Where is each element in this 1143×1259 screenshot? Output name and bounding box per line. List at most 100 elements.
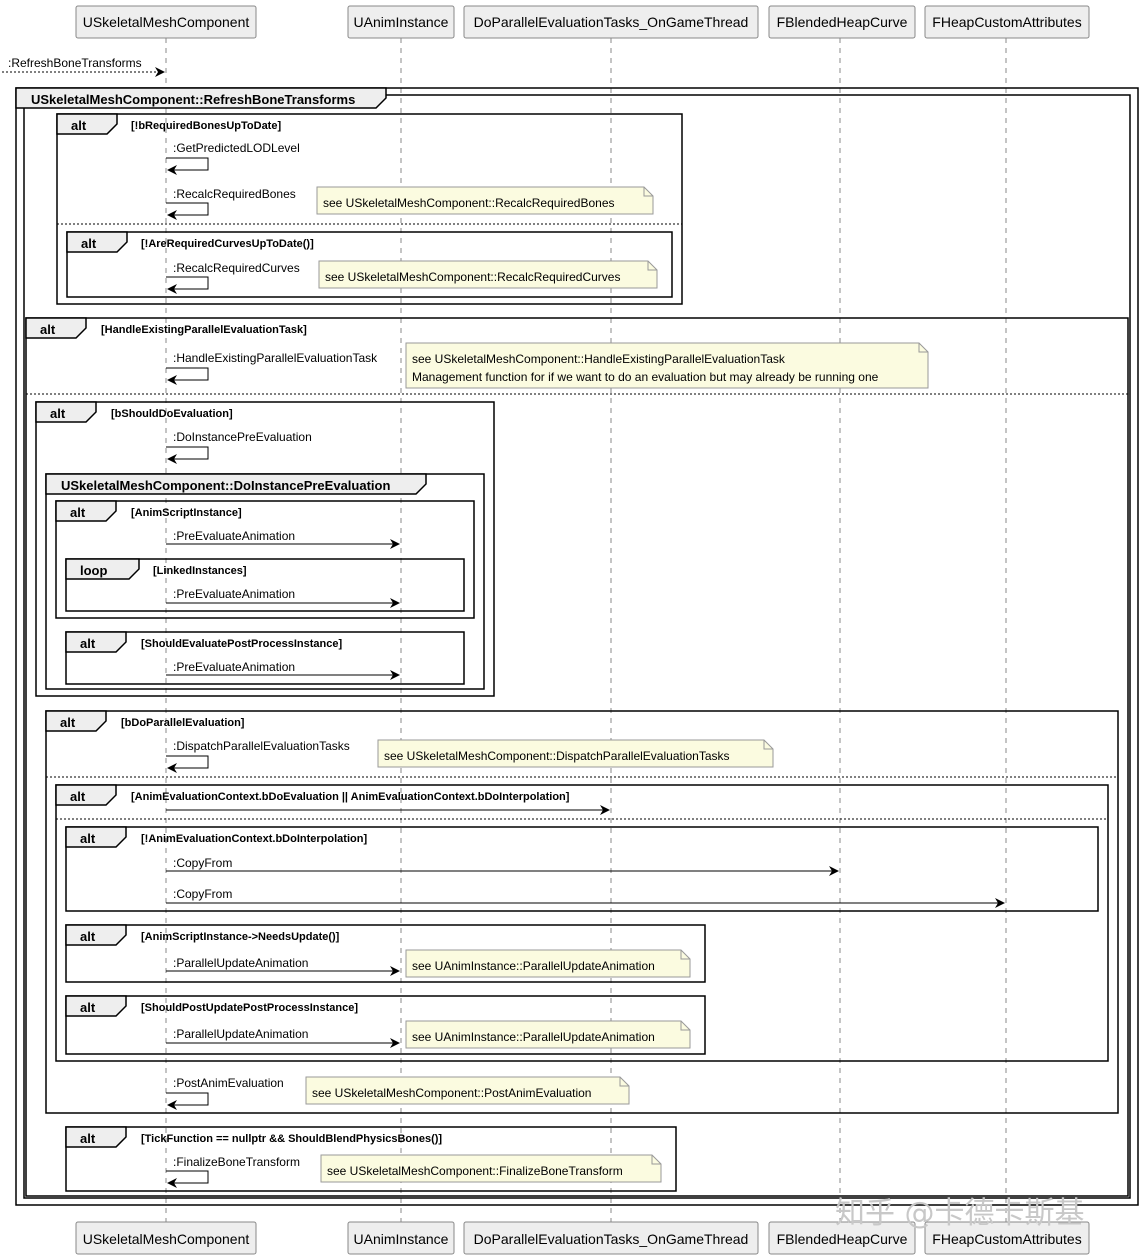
note-parallel-update-animation: see UAnimInstance::ParallelUpdateAnimati…	[405, 949, 691, 978]
frame-keyword: alt	[70, 789, 86, 804]
frame-guard: [bDoParallelEvaluation]	[121, 717, 245, 729]
frame-alt-should-do-evaluation: alt [bShouldDoEvaluation]	[35, 401, 495, 697]
frame-alt-handle-existing: alt [HandleExistingParallelEvaluationTas…	[25, 317, 1129, 1197]
note-post-anim-evaluation: see USkeletalMeshComponent::PostAnimEval…	[305, 1076, 630, 1105]
participant-parallel-eval-tasks-bottom[interactable]: DoParallelEvaluationTasks_OnGameThread	[463, 1221, 759, 1255]
message-pre-evaluate-animation-post-process: :PreEvaluateAnimation	[166, 660, 400, 680]
note-recalc-required-curves: see USkeletalMeshComponent::RecalcRequir…	[318, 260, 658, 289]
message-post-anim-evaluation: :PostAnimEvaluation	[166, 1076, 284, 1110]
participant-label: UAnimInstance	[354, 1231, 449, 1247]
participant-blended-heap-curve-top[interactable]: FBlendedHeapCurve	[768, 5, 916, 39]
message-label: :RecalcRequiredCurves	[173, 261, 300, 275]
entry-message: :RefreshBoneTransforms	[2, 56, 165, 77]
frame-keyword: alt	[81, 236, 97, 251]
note-dispatch-parallel-evaluation-tasks: see USkeletalMeshComponent::DispatchPara…	[377, 739, 774, 768]
frame-alt-post-process-eval: alt [ShouldEvaluatePostProcessInstance]	[65, 631, 465, 685]
message-recalc-required-bones: :RecalcRequiredBones	[166, 187, 296, 220]
message-dispatch-parallel-evaluation-tasks: :DispatchParallelEvaluationTasks	[166, 739, 350, 773]
participant-label: FHeapCustomAttributes	[932, 14, 1081, 30]
frame-guard: [AnimEvaluationContext.bDoEvaluation || …	[131, 791, 570, 803]
frame-keyword: USkeletalMeshComponent::RefreshBoneTrans…	[31, 92, 355, 107]
participant-label: DoParallelEvaluationTasks_OnGameThread	[474, 14, 749, 30]
message-label: :FinalizeBoneTransform	[173, 1155, 300, 1169]
message-label: :DoInstancePreEvaluation	[173, 430, 312, 444]
participant-parallel-eval-tasks-top[interactable]: DoParallelEvaluationTasks_OnGameThread	[463, 5, 759, 39]
frame-alt-required-curves: alt [!AreRequiredCurvesUpToDate()]	[66, 231, 673, 298]
message-pre-evaluate-animation-linked: :PreEvaluateAnimation	[166, 587, 400, 608]
participant-label: FHeapCustomAttributes	[932, 1231, 1081, 1247]
frame-guard: [HandleExistingParallelEvaluationTask]	[101, 324, 307, 336]
message-label: :RefreshBoneTransforms	[8, 56, 142, 70]
frame-keyword: alt	[60, 715, 76, 730]
frame-alt-do-evaluation-or-interpolation: alt [AnimEvaluationContext.bDoEvaluation…	[55, 784, 1109, 1062]
participant-label: DoParallelEvaluationTasks_OnGameThread	[474, 1231, 749, 1247]
participant-heap-custom-attributes-top[interactable]: FHeapCustomAttributes	[924, 5, 1090, 39]
participant-anim-instance-top[interactable]: UAnimInstance	[347, 5, 455, 39]
note-line: see UAnimInstance::ParallelUpdateAnimati…	[412, 1030, 655, 1044]
frame-keyword: alt	[80, 1131, 96, 1146]
frame-guard: [AnimScriptInstance->NeedsUpdate()]	[141, 931, 340, 943]
message-label: :PostAnimEvaluation	[173, 1076, 284, 1090]
message-finalize-bone-transform: :FinalizeBoneTransform	[166, 1155, 300, 1188]
message-label: :ParallelUpdateAnimation	[173, 956, 308, 970]
frame-guard: [bShouldDoEvaluation]	[111, 408, 233, 420]
message-label: :ParallelUpdateAnimation	[173, 1027, 308, 1041]
frame-guard: [ShouldPostUpdatePostProcessInstance]	[141, 1002, 358, 1014]
note-line: see USkeletalMeshComponent::FinalizeBone…	[327, 1164, 623, 1178]
message-label: :DispatchParallelEvaluationTasks	[173, 739, 350, 753]
frame-alt-required-bones: alt [!bRequiredBonesUpToDate]	[56, 113, 683, 305]
note-line: see USkeletalMeshComponent::PostAnimEval…	[312, 1086, 591, 1100]
message-label: :PreEvaluateAnimation	[173, 587, 295, 601]
frame-keyword: alt	[40, 322, 56, 337]
message-label: :GetPredictedLODLevel	[173, 141, 300, 155]
frame-keyword: alt	[71, 118, 87, 133]
frame-do-instance-pre-evaluation: USkeletalMeshComponent::DoInstancePreEva…	[45, 473, 485, 690]
frame-alt-needs-update: alt [AnimScriptInstance->NeedsUpdate()]	[65, 924, 706, 983]
frame-keyword: alt	[80, 831, 96, 846]
frame-keyword: alt	[70, 505, 86, 520]
note-line: see USkeletalMeshComponent::HandleExisti…	[412, 352, 786, 366]
note-line: see USkeletalMeshComponent::RecalcRequir…	[323, 196, 615, 210]
participant-heap-custom-attributes-bottom[interactable]: FHeapCustomAttributes	[924, 1221, 1090, 1255]
frame-alt-not-do-interpolation: alt [!AnimEvaluationContext.bDoInterpola…	[65, 826, 1099, 912]
message-parallel-update-animation: :ParallelUpdateAnimation	[166, 956, 400, 976]
message-do-instance-pre-evaluation: :DoInstancePreEvaluation	[166, 430, 312, 464]
message-label: :RecalcRequiredBones	[173, 187, 296, 201]
message-recalc-required-curves: :RecalcRequiredCurves	[166, 261, 300, 294]
message-handle-existing-parallel-evaluation-task: :HandleExistingParallelEvaluationTask	[166, 351, 378, 385]
frame-alt-tick-function: alt [TickFunction == nullptr && ShouldBl…	[65, 1126, 677, 1192]
participant-anim-instance-bottom[interactable]: UAnimInstance	[347, 1221, 455, 1255]
participant-skeletal-mesh-component-bottom[interactable]: USkeletalMeshComponent	[75, 1221, 257, 1255]
frame-guard: [LinkedInstances]	[153, 565, 247, 577]
note-parallel-update-animation-post-process: see UAnimInstance::ParallelUpdateAnimati…	[405, 1020, 691, 1049]
frame-guard: [AnimScriptInstance]	[131, 507, 242, 519]
note-line: Management function for if we want to do…	[412, 370, 879, 384]
note-finalize-bone-transform: see USkeletalMeshComponent::FinalizeBone…	[320, 1154, 662, 1183]
note-line: see UAnimInstance::ParallelUpdateAnimati…	[412, 959, 655, 973]
participant-blended-heap-curve-bottom[interactable]: FBlendedHeapCurve	[768, 1221, 916, 1255]
message-copy-from-attributes: :CopyFrom	[166, 887, 1005, 908]
frame-refresh-bone-transforms: USkeletalMeshComponent::RefreshBoneTrans…	[15, 87, 1139, 1206]
frame-alt-anim-script-instance: alt [AnimScriptInstance]	[55, 500, 475, 619]
participant-label: USkeletalMeshComponent	[83, 14, 250, 30]
frame-loop-linked-instances: loop [LinkedInstances]	[65, 558, 465, 612]
message-label: :PreEvaluateAnimation	[173, 529, 295, 543]
participant-skeletal-mesh-component-top[interactable]: USkeletalMeshComponent	[75, 5, 257, 39]
frame-keyword: loop	[80, 563, 107, 578]
frame-guard: [!bRequiredBonesUpToDate]	[131, 120, 281, 132]
frame-guard: [TickFunction == nullptr && ShouldBlendP…	[141, 1133, 442, 1145]
frame-keyword: alt	[80, 636, 96, 651]
message-get-predicted-lod-level: :GetPredictedLODLevel	[166, 141, 300, 175]
frame-keyword: alt	[50, 406, 66, 421]
frame-keyword: alt	[80, 929, 96, 944]
note-handle-existing-parallel-evaluation-task: see USkeletalMeshComponent::HandleExisti…	[405, 342, 929, 389]
frame-keyword: alt	[80, 1000, 96, 1015]
participant-label: UAnimInstance	[354, 14, 449, 30]
participant-label: FBlendedHeapCurve	[777, 14, 908, 30]
frame-guard: [!AreRequiredCurvesUpToDate()]	[141, 238, 314, 250]
frame-guard: [ShouldEvaluatePostProcessInstance]	[141, 638, 342, 650]
message-label: :HandleExistingParallelEvaluationTask	[173, 351, 378, 365]
message-parallel-update-animation-post-process: :ParallelUpdateAnimation	[166, 1027, 400, 1048]
message-label: :CopyFrom	[173, 856, 232, 870]
